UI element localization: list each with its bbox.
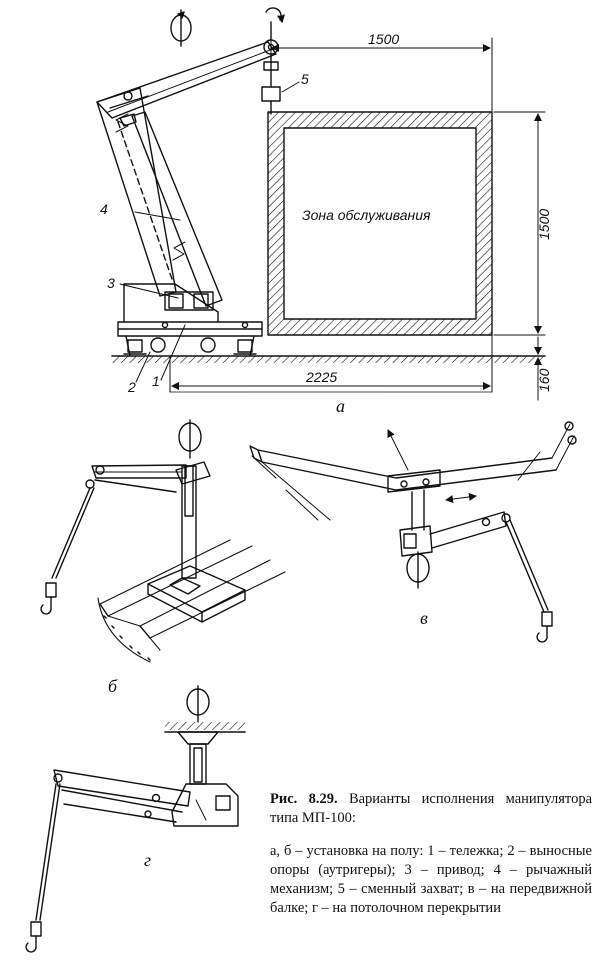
figure-number: Рис. 8.29.	[270, 791, 338, 807]
rotation-arrow-icon	[406, 551, 430, 589]
dimension-reach-width: 1500	[368, 31, 399, 47]
drive-housing	[123, 283, 219, 323]
trolley	[117, 321, 263, 357]
callout-2: 2	[127, 379, 136, 395]
callout-5: 5	[301, 71, 309, 87]
outriggers	[123, 339, 257, 355]
changeable-gripper	[261, 53, 281, 115]
view-g	[25, 685, 246, 953]
rotation-arrow-icon	[178, 419, 202, 459]
rotation-arrow-icon	[265, 7, 285, 41]
figure-caption: Рис. 8.29. Варианты исполнения манипулят…	[270, 790, 592, 918]
caption-title: Рис. 8.29. Варианты исполнения манипулят…	[270, 790, 592, 828]
sub-label-b: б	[108, 676, 118, 696]
view-a	[96, 7, 546, 401]
sub-label-v: в	[420, 608, 428, 628]
dimension-base-length: 2225	[305, 369, 337, 385]
lever-mechanism	[96, 87, 223, 307]
callout-3: 3	[107, 275, 115, 291]
zone-label: Зона обслуживания	[302, 207, 431, 223]
dimension-floor-offset: 160	[536, 368, 552, 392]
service-zone	[267, 111, 493, 336]
sub-label-a: а	[336, 396, 345, 416]
sub-label-g: г	[144, 850, 151, 870]
rotation-arrow-icon	[170, 9, 192, 47]
caption-body: а, б – установка на полу: 1 – тележка; 2…	[270, 843, 592, 916]
dimension-zone-height: 1500	[536, 209, 552, 240]
caption-title-text: Варианты исполнения манипулятора типа МП…	[270, 791, 593, 826]
upper-boom	[96, 39, 279, 119]
view-b	[40, 419, 286, 663]
callout-1: 1	[152, 373, 160, 389]
rotation-arrow-icon	[186, 685, 210, 723]
callout-4: 4	[100, 201, 108, 217]
view-v	[249, 421, 577, 643]
